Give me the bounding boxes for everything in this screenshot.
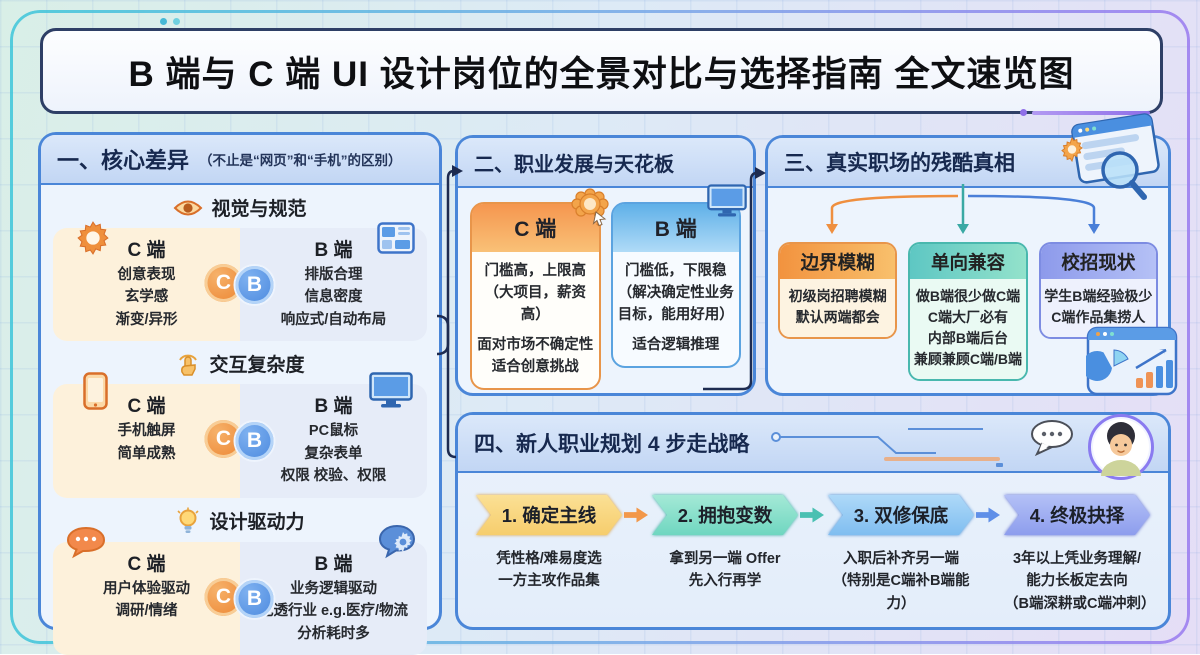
gear-icon [75, 220, 111, 256]
group-visual-spec-title: 视觉与规范 [211, 199, 307, 220]
eye-icon [173, 198, 203, 218]
interaction-row: C 端 手机触屏 简单成熟 B 端 PC鼠标 复杂表单 权限 校验、权限 C B [53, 372, 427, 498]
frame-dot [173, 18, 180, 25]
reality-card-title: 单向兼容 [910, 244, 1026, 279]
c-side-lines: 创意表现 玄学感 渐变/异形 [115, 267, 178, 328]
section1-title: 一、核心差异 [57, 148, 190, 173]
c-side-label: C 端 [127, 240, 166, 261]
plan-step-1: 1. 确定主线 凭性格/难易度选 一方主攻作品集 [476, 495, 622, 593]
section2-title: 二、职业发展与天花板 [474, 153, 674, 176]
plan-step-2-label: 2. 拥抱变数 [652, 495, 798, 535]
layout-icon [377, 222, 415, 254]
cb-badge: C B [204, 420, 276, 463]
frame-dot [160, 18, 167, 25]
reality-card-title: 校招现状 [1040, 244, 1156, 279]
visual-spec-row: C 端 创意表现 玄学感 渐变/异形 B 端 排版合理 信息密度 响应式/自动布… [53, 221, 427, 342]
section3-title: 三、真实职场的残酷真相 [784, 152, 1015, 175]
tap-icon [175, 351, 201, 377]
circuit-decoration [768, 423, 1018, 467]
browser-magnifier-icon [1058, 112, 1166, 212]
group-visual-spec: 视觉与规范 C 端 创意表现 玄学感 渐变/异形 B 端 排版合理 信息密度 响… [41, 194, 439, 342]
reality-card-boundary: 边界模糊 初级岗招聘模糊 默认两端都会 [778, 242, 898, 339]
b-badge: B [233, 577, 276, 620]
design-driver-row: C 端 用户体验驱动 调研/情绪 B 端 业务逻辑驱动 吃透行业 e.g.医疗/… [53, 524, 427, 655]
career-card-c-para2: 面对市场不确定性 适合创意挑战 [477, 337, 594, 375]
plan-step-2-desc: 拿到另一端 Offer 先入行再学 [669, 551, 781, 590]
monitor-icon [707, 184, 747, 218]
reality-card-compat: 单向兼容 做B端很少做C端 C端大厂必有 内部B端后台 兼顾兼顾C端/B端 [908, 242, 1028, 381]
plan-step-4-desc: 3年以上凭业务理解/ 能力长板定去向 （B端深耕或C端冲刺） [1004, 551, 1156, 612]
section-career-header: 二、职业发展与天花板 [458, 138, 753, 188]
plan-step-2: 2. 拥抱变数 拿到另一端 Offer 先入行再学 [652, 495, 798, 593]
group-interaction: 交互复杂度 C 端 手机触屏 简单成熟 B 端 PC鼠标 复杂表单 权限 校验、… [41, 350, 439, 498]
c-side-label: C 端 [127, 396, 166, 418]
career-card-c-para1: 门槛高，上限高 （大项目，薪资高） [484, 263, 587, 323]
b-side-lines: PC鼠标 复杂表单 权限 校验、权限 [280, 423, 387, 485]
section4-title: 四、新人职业规划 4 步走战略 [474, 433, 750, 456]
c-side-lines: 手机触屏 简单成熟 [117, 423, 176, 462]
cb-badge: C B [204, 577, 276, 620]
plan-step-3-label: 3. 双修保底 [828, 495, 974, 535]
cb-badge: C B [204, 263, 276, 306]
plan-step-1-label: 1. 确定主线 [476, 495, 622, 535]
career-card-c: C 端 门槛高，上限高 （大项目，薪资高） 面对市场不确定性 适合创意挑战 [470, 188, 609, 390]
step-arrow-icon [976, 495, 1002, 535]
reality-card-lines: 做B端很少做C端 C端大厂必有 内部B端后台 兼顾兼顾C端/B端 [910, 279, 1026, 379]
page-title: B 端与 C 端 UI 设计岗位的全景对比与选择指南 全文速览图 [40, 28, 1163, 114]
b-badge: B [233, 263, 276, 306]
group-design-driver: 设计驱动力 C 端 用户体验驱动 调研/情绪 B 端 业务逻辑驱动 吃透行业 e… [41, 507, 439, 655]
section-plan-header: 四、新人职业规划 4 步走战略 [458, 414, 1168, 480]
section-core-differences: 一、核心差异 （不止是“网页”和“手机”的区别） 视觉与规范 C 端 [38, 132, 442, 655]
phone-icon [83, 372, 108, 411]
b-side-label: B 端 [314, 240, 353, 261]
chat-bubble-icon [65, 526, 107, 560]
reality-card-title: 边界模糊 [780, 244, 896, 279]
title-underline-dot [1020, 109, 1027, 116]
section-core-differences-header: 一、核心差异 （不止是“网页”和“手机”的区别） [41, 135, 439, 185]
c-side-label: C 端 [127, 553, 166, 575]
section-career-ceiling: 二、职业发展与天花板 C 端 门槛高，上限高 （大项目，薪资高） 面对市场不确定… [455, 135, 756, 396]
group-interaction-title: 交互复杂度 [209, 355, 305, 377]
step-arrow-icon [624, 495, 650, 535]
b-side-label: B 端 [314, 396, 353, 418]
step-arrow-icon [800, 495, 826, 535]
b-side-lines: 排版合理 信息密度 响应式/自动布局 [280, 267, 387, 328]
analytics-window-icon [1086, 326, 1178, 398]
plan-step-4: 4. 终极抉择 3年以上凭业务理解/ 能力长板定去向 （B端深耕或C端冲刺） [1004, 495, 1156, 615]
section1-subtitle: （不止是“网页”和“手机”的区别） [199, 153, 402, 168]
title-underline-deco [1032, 111, 1150, 115]
c-side-lines: 用户体验驱动 调研/情绪 [103, 580, 190, 620]
plan-step-4-label: 4. 终极抉择 [1004, 495, 1150, 535]
b-side-lines: 业务逻辑驱动 吃透行业 e.g.医疗/物流 分析耗时多 [258, 580, 409, 642]
avatar [1088, 414, 1154, 480]
b-badge: B [233, 420, 276, 463]
bulb-icon [175, 507, 201, 535]
plan-step-3: 3. 双修保底 入职后补齐另一端 （特别是C端补B端能力） [828, 495, 974, 615]
reality-card-lines: 初级岗招聘模糊 默认两端都会 [780, 279, 896, 337]
career-card-b-para2: 适合逻辑推理 [632, 337, 720, 354]
monitor-icon [369, 372, 413, 409]
plan-step-3-desc: 入职后补齐另一端 （特别是C端补B端能力） [832, 551, 970, 612]
group-design-driver-title: 设计驱动力 [209, 512, 305, 534]
reality-card-campus: 校招现状 学生B端经验极少 C端作品集捞人 [1038, 242, 1158, 339]
plan-step-1-desc: 凭性格/难易度选 一方主攻作品集 [496, 551, 602, 590]
speech-bubble-icon [1028, 419, 1076, 459]
career-card-b-para1: 门槛低，下限稳 （解决确定性业务 目标，能用好用） [617, 263, 734, 323]
career-card-b: B 端 门槛低，下限稳 （解决确定性业务 目标，能用好用） 适合逻辑推理 [610, 184, 747, 368]
medal-icon [569, 186, 611, 230]
section-newbie-plan: 四、新人职业规划 4 步走战略 1. 确定主线 凭性格/难易度选 一方主攻作品集… [455, 412, 1171, 630]
b-side-label: B 端 [314, 553, 353, 575]
gear-chat-icon [377, 524, 417, 560]
